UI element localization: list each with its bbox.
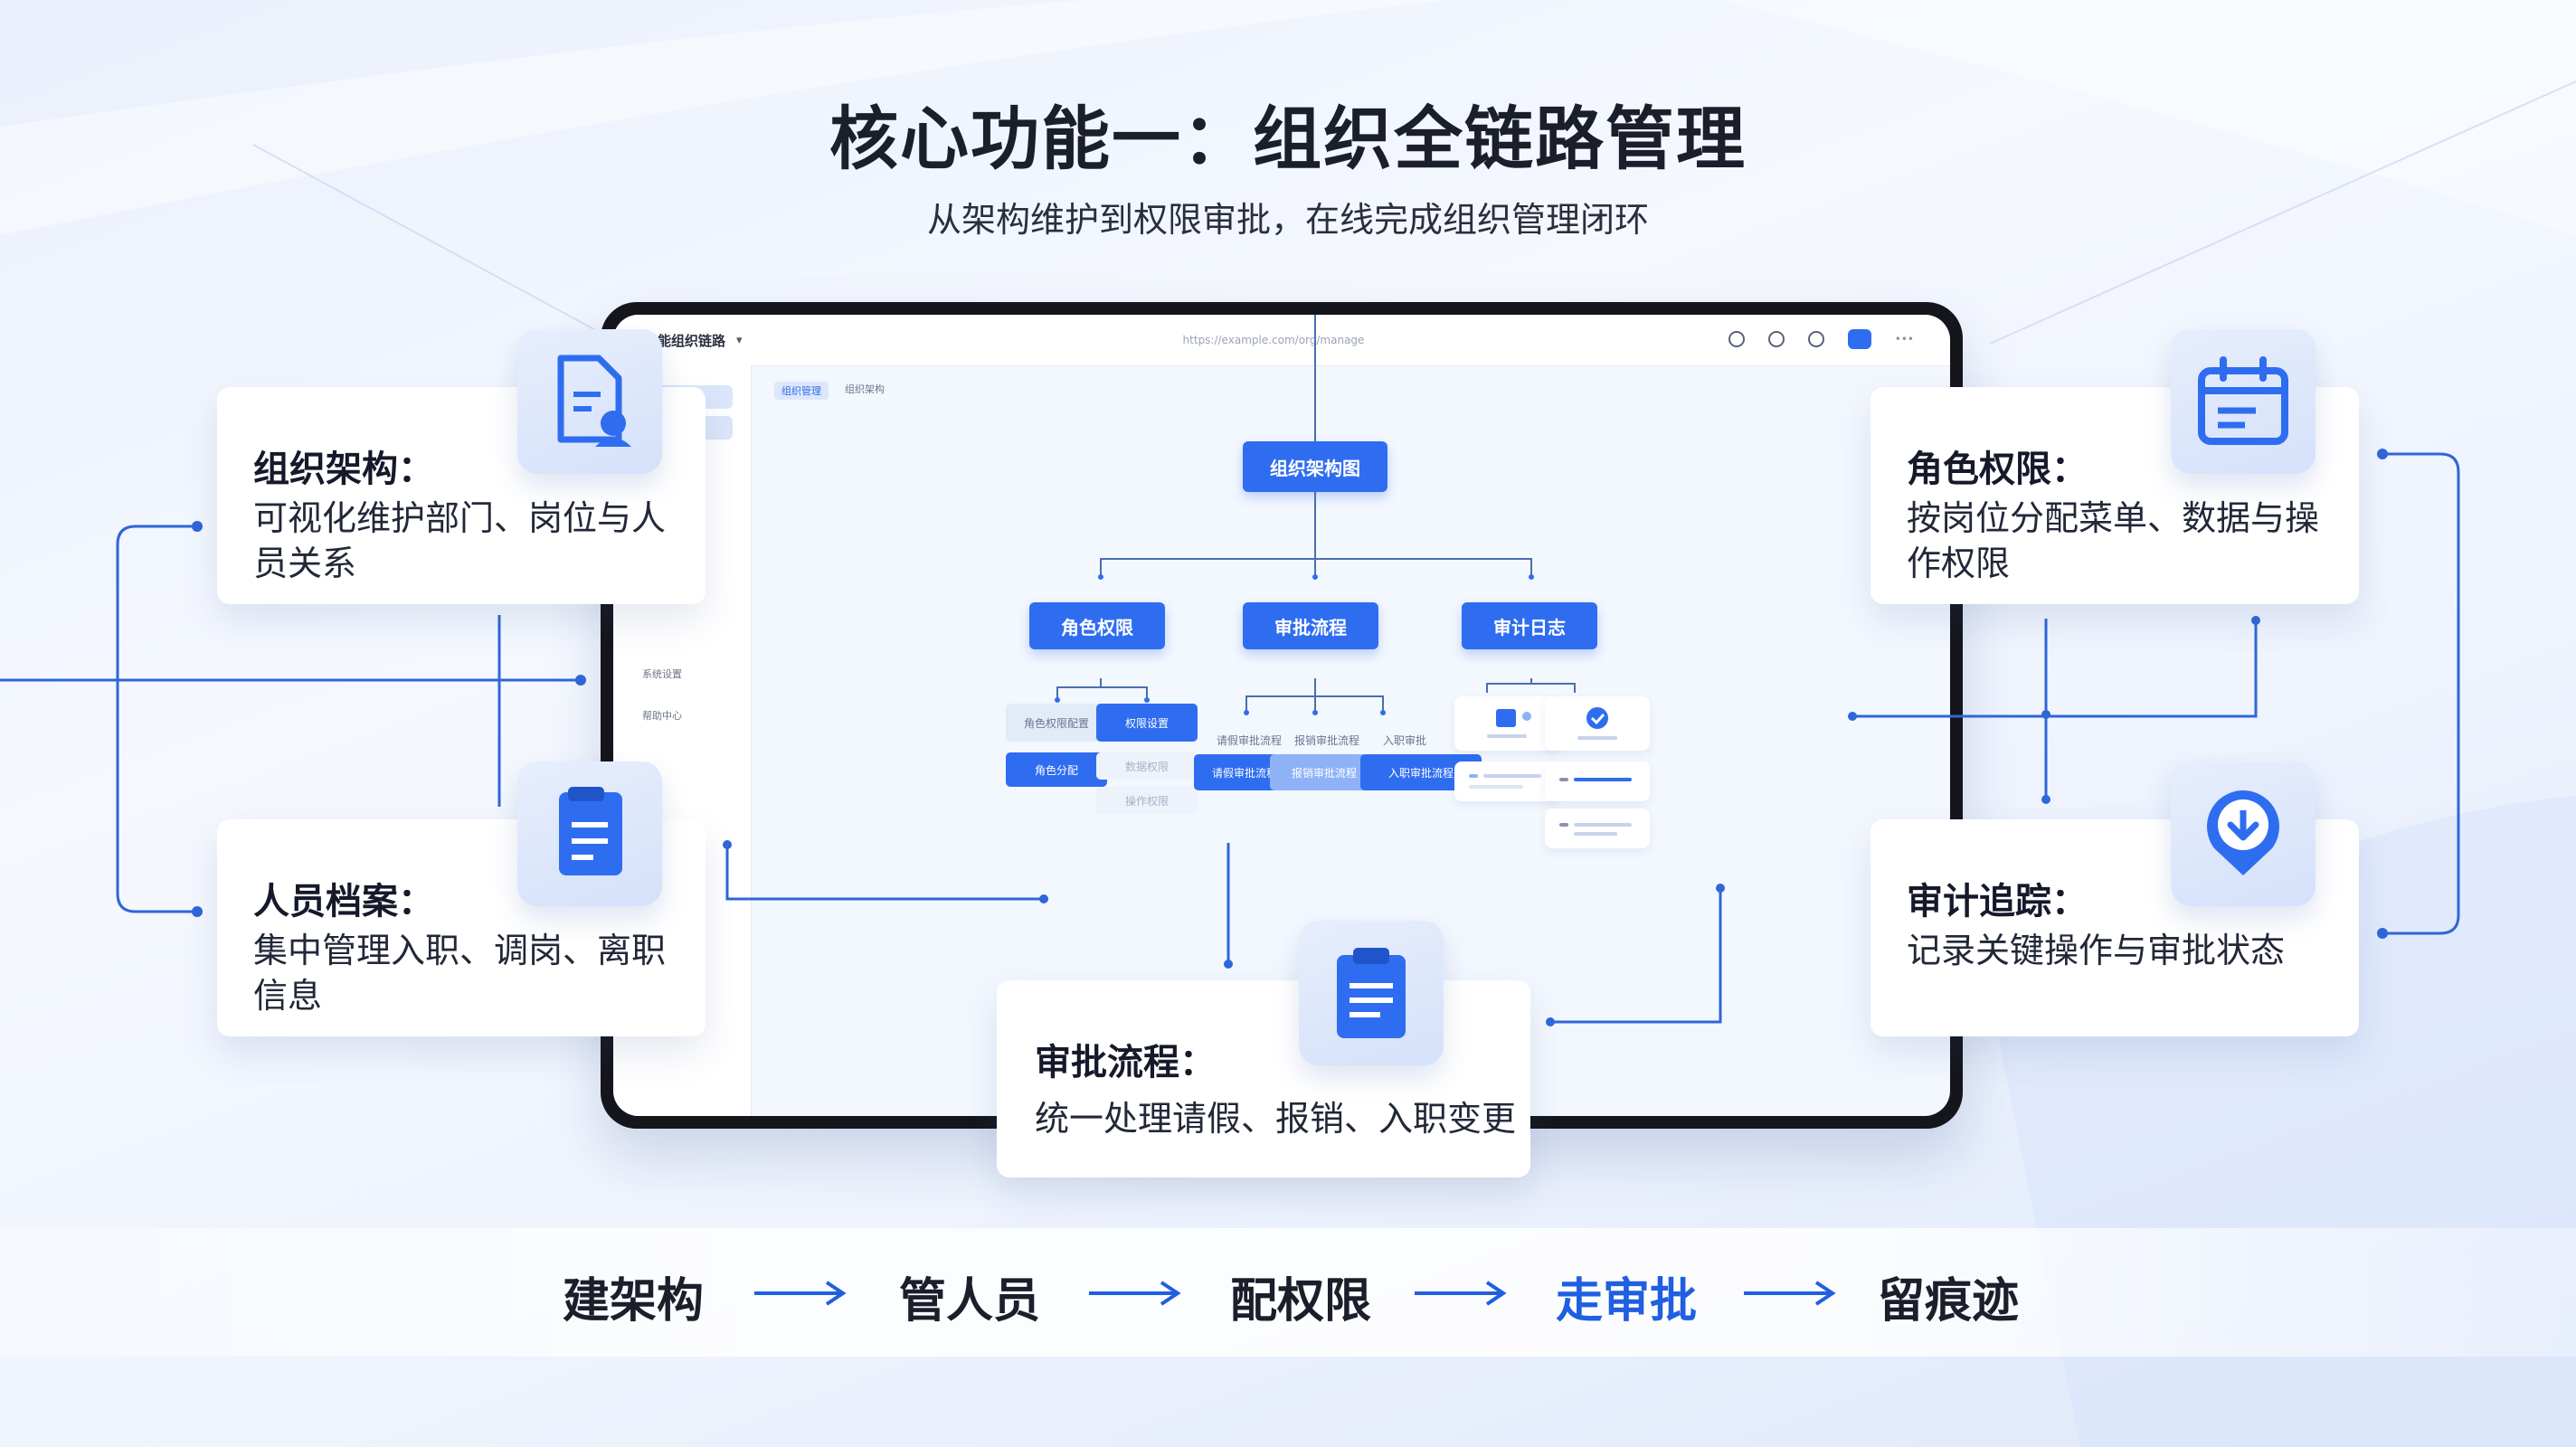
- flow-step-permission: 配权限: [1230, 1274, 1372, 1329]
- flow-step-approval: 走审批: [1556, 1274, 1698, 1329]
- calendar-icon: [1487, 709, 1531, 738]
- app-brand[interactable]: 智能组织链路: [644, 332, 726, 349]
- feature-card-audit[interactable]: 审计追踪： 记录关键操作与审批状态: [1870, 819, 2359, 1036]
- feature-title: 审批流程：: [1035, 1042, 1216, 1083]
- list-icon: [1559, 823, 1632, 836]
- topbar-icons: •••: [1728, 329, 1914, 349]
- leaf-data-permission[interactable]: 数据权限: [1096, 752, 1198, 780]
- page-title: 核心功能一：组织全链路管理: [829, 99, 1747, 179]
- clipboard-icon: [1299, 921, 1444, 1065]
- org-branch-roles[interactable]: 角色权限: [1029, 602, 1165, 649]
- audit-entry-card[interactable]: [1545, 809, 1650, 848]
- flow-step-trace: 留痕迹: [1878, 1274, 2020, 1329]
- arrow-right-icon: [1415, 1281, 1507, 1306]
- sidebar-item-help[interactable]: 帮助中心: [642, 710, 682, 722]
- feature-desc: 集中管理入职、调岗、离职信息: [253, 931, 667, 1016]
- avatar[interactable]: [1847, 329, 1871, 349]
- notification-icon[interactable]: [1767, 331, 1785, 347]
- arrow-right-icon: [1089, 1281, 1181, 1306]
- breadcrumb-item[interactable]: 组织管理: [774, 382, 829, 400]
- app-url: https://example.com/org/manage: [1182, 334, 1365, 346]
- profile-file-icon: [517, 761, 662, 906]
- document-user-icon: [517, 329, 662, 474]
- audit-log-card[interactable]: [1454, 696, 1559, 751]
- flow-step-people: 管人员: [899, 1274, 1041, 1329]
- settings-icon[interactable]: [1728, 331, 1745, 347]
- feature-title: 审计追踪：: [1907, 881, 2088, 922]
- list-icon: [1559, 778, 1632, 781]
- breadcrumb: 组织管理 组织架构: [774, 382, 885, 400]
- approval-label: 报销审批流程: [1293, 733, 1359, 747]
- sidebar-item-settings[interactable]: 系统设置: [642, 668, 682, 680]
- leaf-role-config[interactable]: 角色权限配置: [1006, 704, 1107, 742]
- arrow-right-icon: [1744, 1281, 1836, 1306]
- approval-label: 请假审批流程: [1216, 733, 1282, 747]
- audit-entry-card[interactable]: [1545, 761, 1650, 801]
- approval-label: 入职审批: [1382, 733, 1426, 747]
- leaf-role-assign[interactable]: 角色分配: [1006, 752, 1107, 787]
- audit-status-card[interactable]: [1545, 696, 1650, 751]
- page-subtitle: 从架构维护到权限审批，在线完成组织管理闭环: [926, 200, 1649, 240]
- org-root-node[interactable]: 组织架构图: [1243, 441, 1387, 492]
- org-branch-audit[interactable]: 审计日志: [1462, 602, 1597, 649]
- feature-desc: 可视化维护部门、岗位与人员关系: [253, 498, 667, 583]
- list-icon: [1469, 774, 1541, 789]
- feature-card-approval[interactable]: 审批流程： 统一处理请假、报销、入职变更: [997, 980, 1530, 1177]
- more-icon[interactable]: •••: [1894, 333, 1914, 345]
- feature-title: 组织架构：: [253, 449, 434, 490]
- download-circle-icon: [2171, 761, 2316, 906]
- app-topbar: 智能组织链路 ▾ https://example.com/org/manage …: [613, 315, 1950, 366]
- feature-desc: 记录关键操作与审批状态: [1907, 931, 2286, 970]
- chevron-down-icon[interactable]: ▾: [736, 333, 743, 347]
- audit-entry-card[interactable]: [1454, 761, 1559, 801]
- flow-band: [0, 1228, 2576, 1357]
- help-icon[interactable]: [1807, 331, 1824, 347]
- feature-title: 人员档案：: [253, 881, 434, 922]
- feature-title: 角色权限：: [1907, 449, 2088, 490]
- arrow-right-icon: [754, 1281, 847, 1306]
- check-shield-icon: [1577, 707, 1617, 740]
- calendar-icon: [2171, 329, 2316, 474]
- breadcrumb-item[interactable]: 组织架构: [845, 383, 885, 395]
- org-branch-approval[interactable]: 审批流程: [1243, 602, 1378, 649]
- flow-step-build: 建架构: [563, 1274, 705, 1329]
- feature-desc: 按岗位分配菜单、数据与操作权限: [1907, 498, 2320, 583]
- feature-desc: 统一处理请假、报销、入职变更: [1035, 1099, 1517, 1139]
- leaf-op-permission[interactable]: 操作权限: [1096, 787, 1198, 814]
- leaf-permission-set[interactable]: 权限设置: [1096, 704, 1198, 742]
